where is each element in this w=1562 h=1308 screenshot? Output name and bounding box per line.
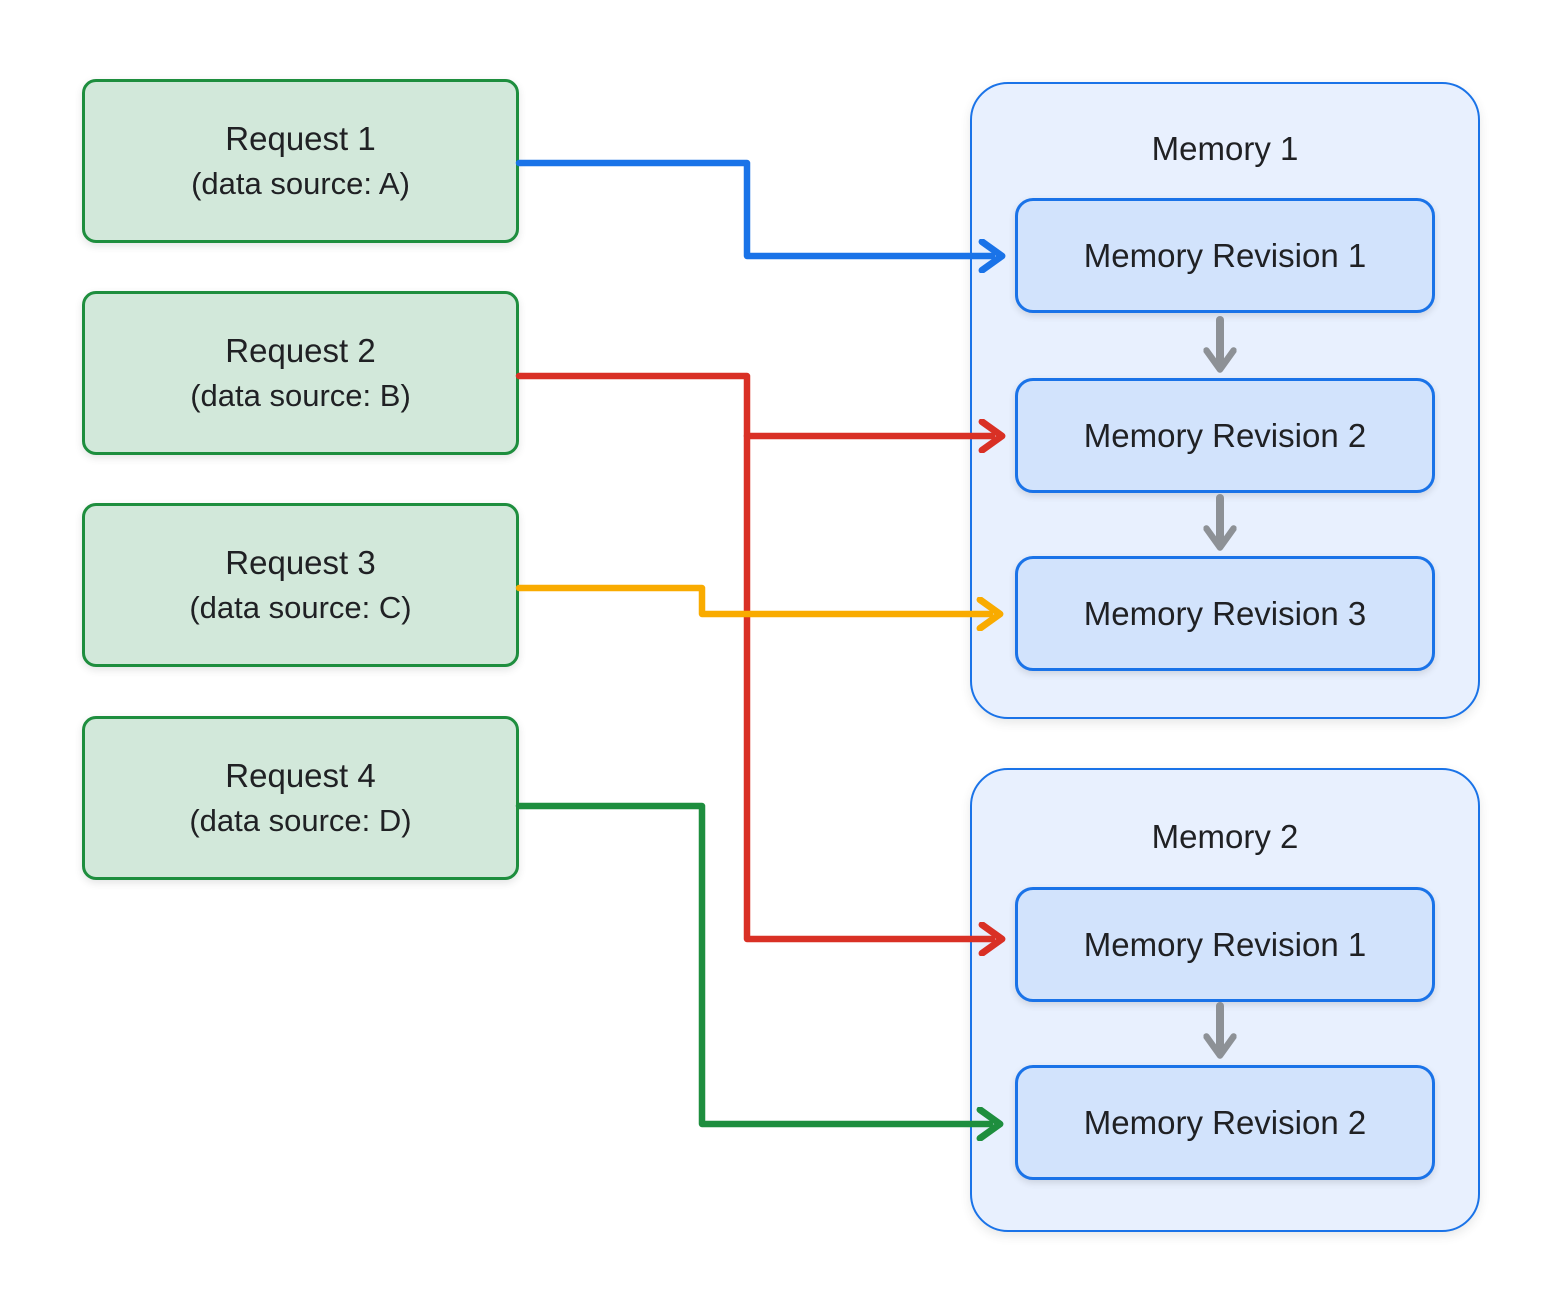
memory-1-revision-3-box: Memory Revision 3 — [1015, 556, 1435, 671]
request-2-subtitle: (data source: B) — [190, 377, 411, 413]
memory-1-revision-2-box: Memory Revision 2 — [1015, 378, 1435, 493]
request-3-title: Request 3 — [225, 544, 376, 582]
memory-1-title: Memory 1 — [1151, 130, 1299, 167]
memory-1-revision-1-box: Memory Revision 1 — [1015, 198, 1435, 313]
connector-request3-to-memory1-revision3 — [515, 584, 990, 614]
request-2-title: Request 2 — [225, 332, 376, 370]
request-3-box: Request 3 (data source: C) — [82, 503, 519, 667]
connector-request2-to-memory1-revision2 — [515, 372, 992, 436]
request-4-subtitle: (data source: D) — [189, 802, 412, 838]
request-1-box: Request 1 (data source: A) — [82, 79, 519, 243]
memory-1-container: Memory 1 Memory Revision 1 Memory Revisi… — [970, 82, 1480, 719]
request-2-box: Request 2 (data source: B) — [82, 291, 519, 455]
connector-request1-to-memory1-revision1 — [515, 159, 992, 256]
memory-2-title: Memory 2 — [1151, 818, 1299, 855]
connector-request2-to-memory2-revision1 — [743, 432, 992, 939]
request-1-title: Request 1 — [225, 120, 376, 158]
memory-2-revision-2-box: Memory Revision 2 — [1015, 1065, 1435, 1180]
request-3-subtitle: (data source: C) — [189, 589, 412, 625]
request-1-subtitle: (data source: A) — [191, 165, 410, 201]
request-4-title: Request 4 — [225, 757, 376, 795]
memory-2-revision-1-box: Memory Revision 1 — [1015, 887, 1435, 1002]
memory-2-container: Memory 2 Memory Revision 1 Memory Revisi… — [970, 768, 1480, 1232]
connector-request4-to-memory2-revision2 — [515, 802, 990, 1124]
request-4-box: Request 4 (data source: D) — [82, 716, 519, 880]
